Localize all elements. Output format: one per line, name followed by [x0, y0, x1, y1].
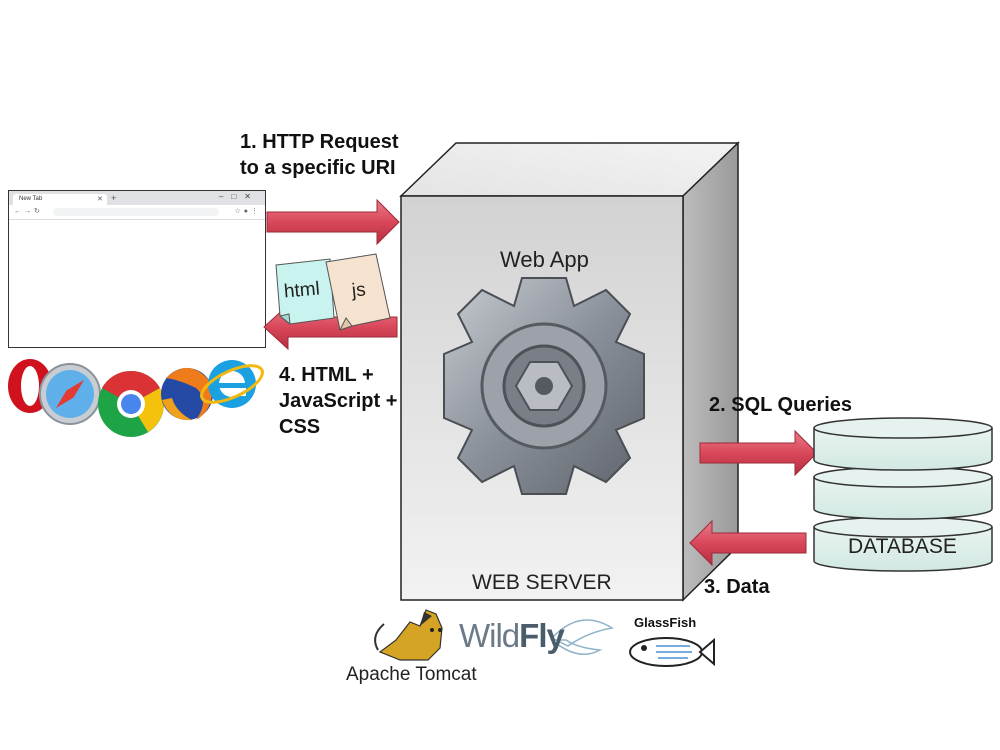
sql-arrow — [699, 429, 818, 477]
web-server-label: WEB SERVER — [472, 571, 612, 594]
html-file-icon — [275, 258, 335, 326]
glassfish-logo-text: GlassFish — [634, 615, 697, 630]
tomcat-logo-text: Apache Tomcat — [346, 664, 477, 685]
database-cylinder — [813, 417, 993, 572]
new-tab-icon: + — [111, 193, 117, 203]
ie-icon — [200, 360, 264, 408]
browser-window: New Tab ✕ + –□✕ ←→↻ ☆●⋮ — [8, 190, 266, 348]
gear-icon — [443, 277, 645, 495]
wildfly-wing-icon — [549, 619, 615, 655]
database-label: DATABASE — [848, 535, 957, 558]
request-step-label: 1. HTTP Request to a specific URI — [240, 131, 399, 179]
wildfly-logo-wild: Wild — [459, 617, 520, 654]
nav-buttons-icon: ←→↻ — [14, 208, 43, 215]
tomcat-cat-icon — [374, 609, 443, 661]
wildfly-logo-text: WildFly — [459, 617, 565, 655]
html-file-label: html — [283, 278, 321, 303]
js-file-icon — [325, 253, 391, 331]
wildfly-logo-fly: Fly — [519, 617, 565, 654]
server-top-face — [399, 142, 740, 197]
request-arrow — [266, 198, 400, 246]
sql-step-label: 2. SQL Queries — [709, 394, 853, 416]
tab-close-icon: ✕ — [97, 196, 103, 203]
web-app-label: Web App — [500, 247, 589, 272]
safari-icon — [39, 363, 101, 425]
browser-tab: New Tab — [13, 194, 107, 205]
chrome-icon — [98, 370, 164, 437]
browser-nav-bar: ←→↻ ☆●⋮ — [9, 205, 265, 220]
address-bar — [53, 208, 219, 216]
data-arrow — [689, 519, 807, 567]
js-file-label: js — [350, 279, 367, 302]
browser-tab-bar: New Tab ✕ + –□✕ — [9, 191, 265, 205]
firefox-icon — [161, 367, 213, 421]
window-controls-icon: –□✕ — [219, 192, 259, 201]
data-step-label: 3. Data — [704, 576, 770, 598]
glassfish-fish-icon — [629, 637, 715, 667]
response-step-label: 4. HTML + JavaScript + CSS — [279, 364, 398, 438]
browser-menu-icon: ☆●⋮ — [234, 208, 261, 215]
